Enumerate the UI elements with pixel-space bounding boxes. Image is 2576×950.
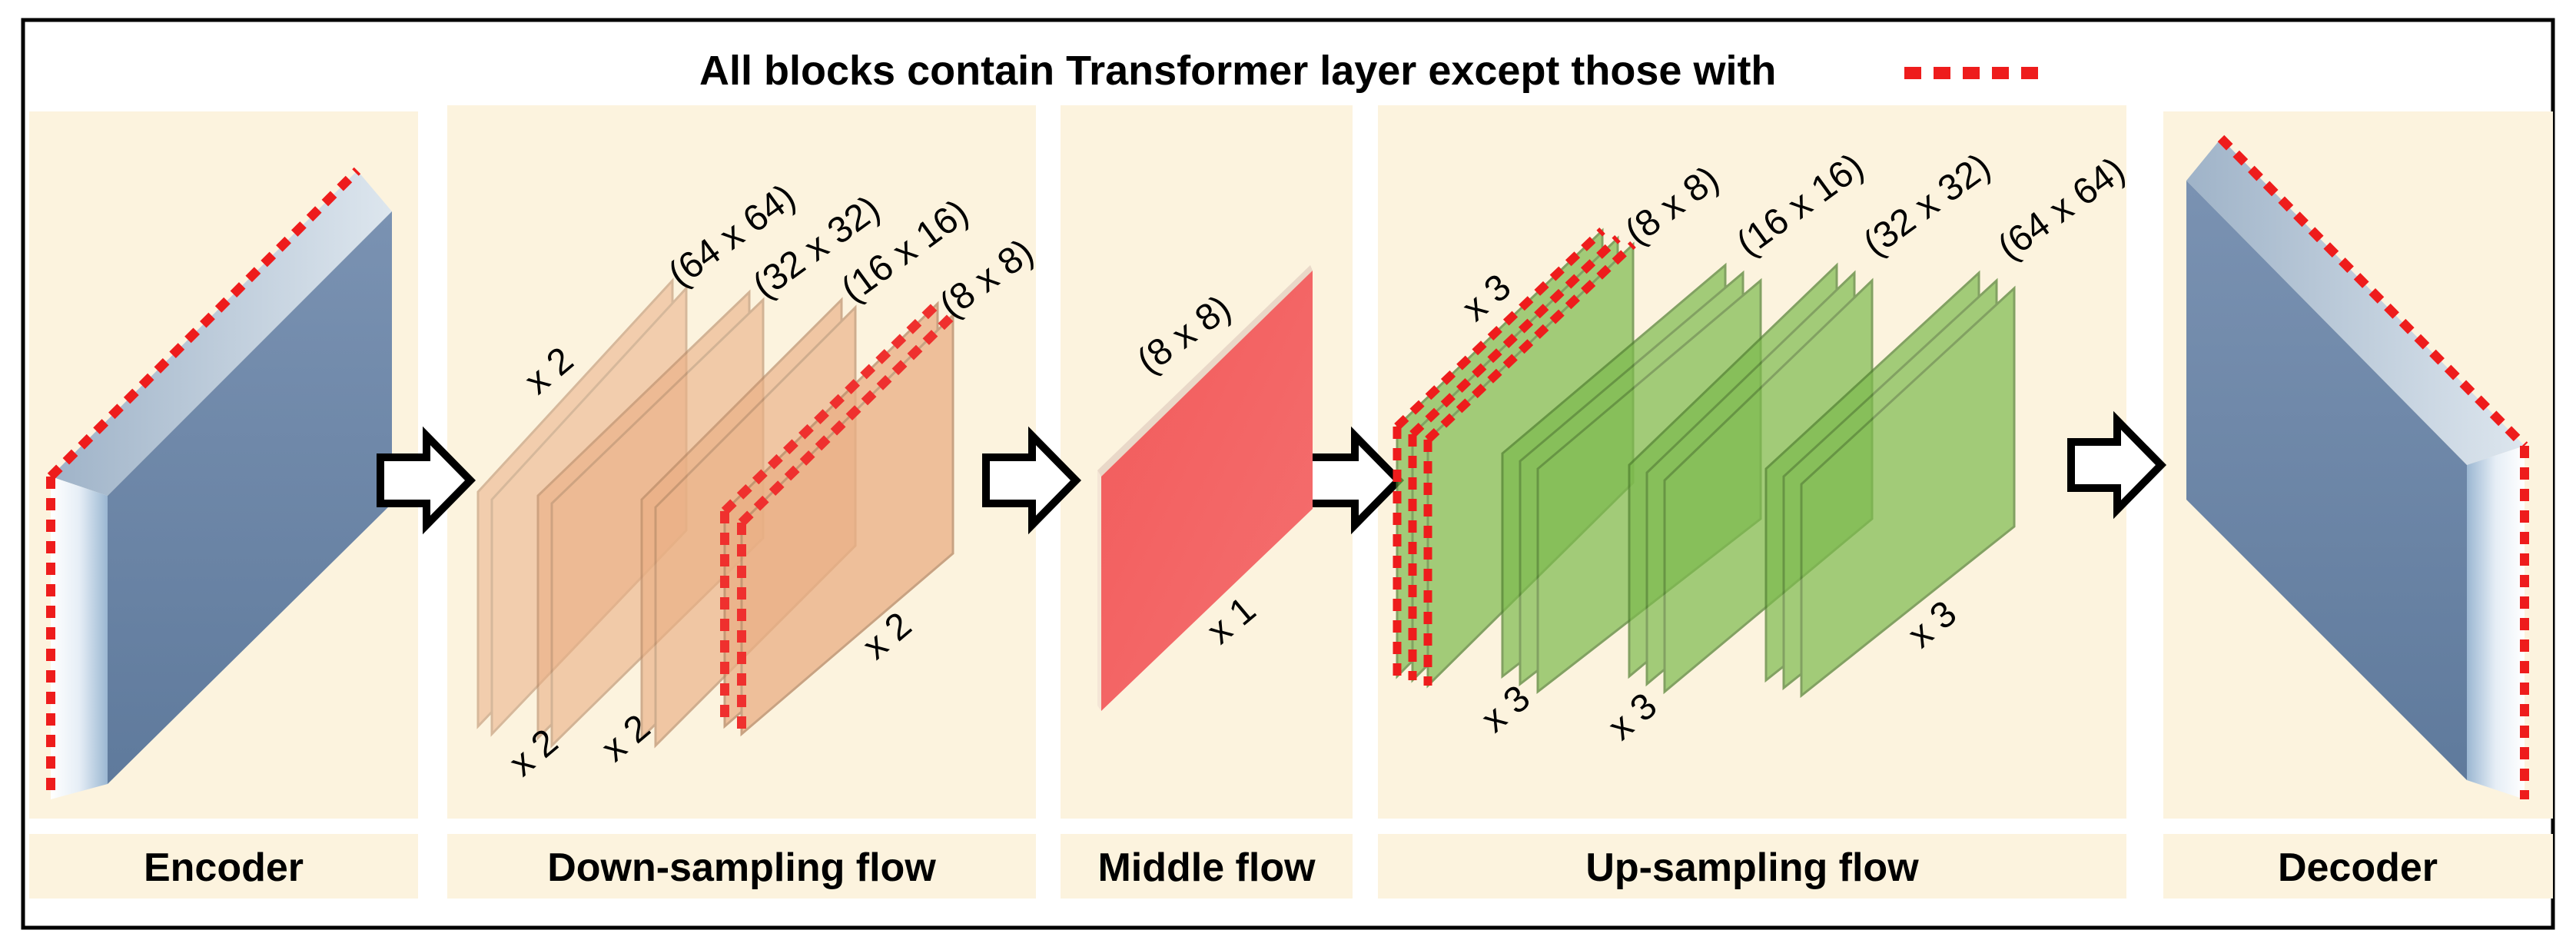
encoder-block [46, 167, 392, 799]
middle-flow-label: Middle flow [1097, 845, 1316, 890]
up-sampling-blocks [1393, 228, 2016, 699]
encoder-label: Encoder [144, 845, 304, 890]
middle-flow-block [1097, 265, 1313, 711]
down-sampling-label: Down-sampling flow [547, 845, 936, 890]
up-label-bar [1378, 834, 2126, 899]
arrow-icon [377, 426, 476, 535]
arrow-icon [982, 426, 1082, 535]
down-sampling-blocks [476, 277, 957, 749]
decoder-label-bar [2163, 834, 2553, 899]
down-label-bar [447, 834, 1036, 899]
arrow-icon [2067, 410, 2167, 520]
diagram-title: All blocks contain Transformer layer exc… [699, 48, 1776, 94]
middle-label-bar [1061, 834, 1353, 899]
up-sampling-label: Up-sampling flow [1585, 845, 1919, 890]
decoder-label: Decoder [2278, 845, 2438, 890]
decoder-block [2186, 135, 2529, 799]
encoder-label-bar [29, 834, 418, 899]
arrow-icon [1305, 426, 1405, 535]
